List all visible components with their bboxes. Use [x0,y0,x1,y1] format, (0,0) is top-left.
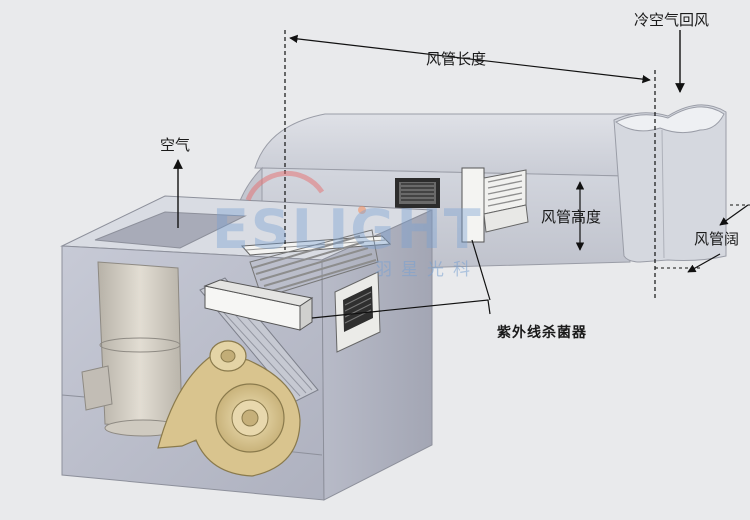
label-cold-return-air: 冷空气回风 [634,11,710,29]
dimension-lines [173,30,750,319]
watermark-company: 羽星光科 [375,260,479,280]
label-air: 空气 [160,136,191,154]
uv-sterilizer-unit [203,229,392,331]
watermark-logo-ring [245,170,366,214]
label-duct-height: 风管高度 [541,208,602,226]
label-duct-length: 风管长度 [426,50,487,68]
air-handler-box [60,195,433,501]
label-duct-width: 风管阔 [694,230,740,248]
watermark-logo: ESLIGHT [212,198,483,261]
label-uv-sterilizer: 紫外线杀菌器 [497,325,587,341]
